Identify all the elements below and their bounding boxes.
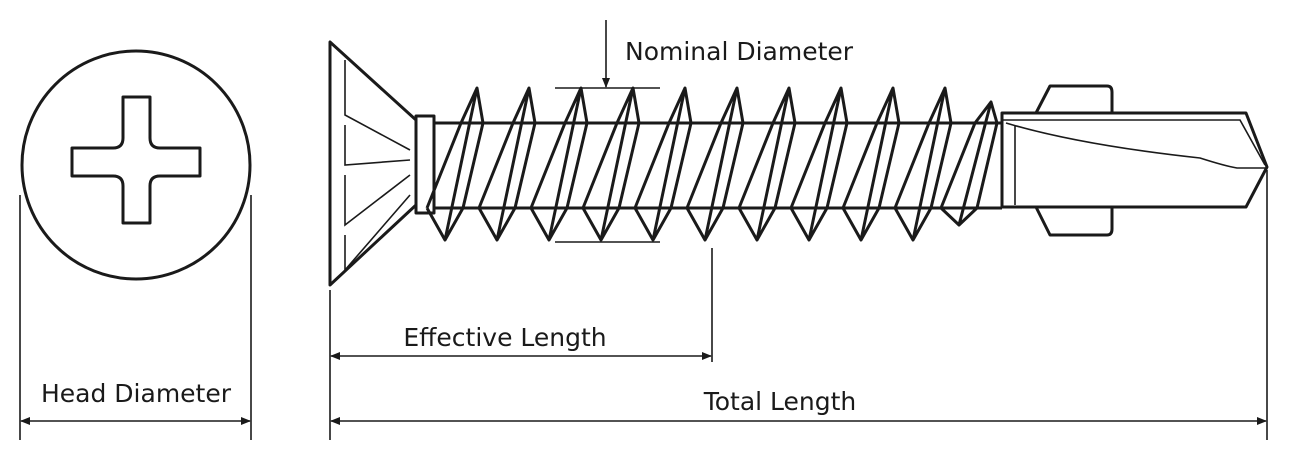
head-outline xyxy=(20,49,252,281)
thread-turn xyxy=(737,86,797,242)
thread-turn xyxy=(939,100,999,227)
nominal-diameter-label: Nominal Diameter xyxy=(625,37,854,66)
thread-turn xyxy=(581,86,641,242)
screw-head-top-view xyxy=(20,49,252,281)
thread-turn xyxy=(841,86,901,242)
thread-turn xyxy=(425,86,485,242)
thread-turn xyxy=(633,86,693,242)
phillips-cross-icon xyxy=(70,95,202,225)
head-diameter-dimension: Head Diameter xyxy=(19,195,252,440)
effective-length-label: Effective Length xyxy=(403,323,606,352)
thread-turn xyxy=(893,86,953,242)
total-length-dimension: Total Length xyxy=(329,170,1268,440)
nominal-diameter-dimension: Nominal Diameter xyxy=(555,20,854,243)
head-diameter-label: Head Diameter xyxy=(41,379,232,408)
thread-turn xyxy=(685,86,745,242)
thread-turn xyxy=(529,86,589,242)
thread-turn xyxy=(789,86,849,242)
screw-side-view xyxy=(328,40,1269,287)
total-length-label: Total Length xyxy=(703,387,857,416)
thread-turn xyxy=(477,86,537,242)
effective-length-dimension: Effective Length xyxy=(330,248,713,362)
